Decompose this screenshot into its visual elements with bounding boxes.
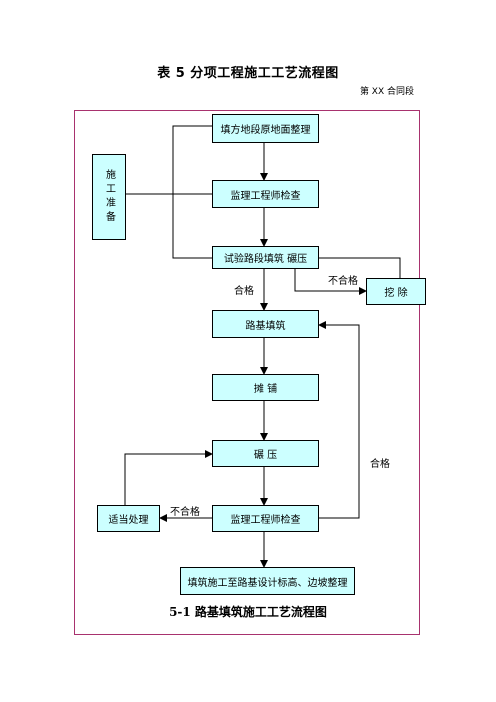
diagram-caption: 5-1 路基填筑施工工艺流程图 <box>169 605 327 619</box>
construction-prep-box: 施工准备 <box>92 154 126 240</box>
fill-ground-box: 填方地段原地面整理 <box>212 114 319 143</box>
final-stage-box: 填筑施工至路基设计标高、边坡整理 <box>180 567 355 595</box>
fail-label-2: 不合格 <box>170 507 200 518</box>
arrow-check-pass-to-roadbed <box>318 321 360 519</box>
compact-box: 碾 压 <box>212 440 319 467</box>
pass-label-1: 合格 <box>234 286 254 297</box>
fail-label-1: 不合格 <box>328 276 358 287</box>
excavate-box: 挖 除 <box>366 278 426 305</box>
proper-treatment-box: 适当处理 <box>97 505 160 532</box>
supervisor-check-box-2: 监理工程师检查 <box>212 505 319 532</box>
arrow-treatment-to-compact <box>124 450 213 505</box>
trial-fill-box: 试验路段填筑 碾压 <box>212 246 319 269</box>
arrow-excavate-to-trial <box>308 254 401 278</box>
spread-box: 摊 铺 <box>212 374 319 401</box>
pass-label-2: 合格 <box>370 459 390 470</box>
arrow-trial-fail-to-excavate <box>294 269 367 295</box>
diagram-frame <box>74 110 420 635</box>
line-fill-trial-bracket <box>172 125 212 259</box>
roadbed-fill-box: 路基填筑 <box>212 310 319 338</box>
supervisor-check-box-1: 监理工程师检查 <box>212 180 319 208</box>
table-title: 表 5 分项工程施工工艺流程图 <box>157 66 339 81</box>
contract-section: 第 XX 合同段 <box>359 87 414 97</box>
